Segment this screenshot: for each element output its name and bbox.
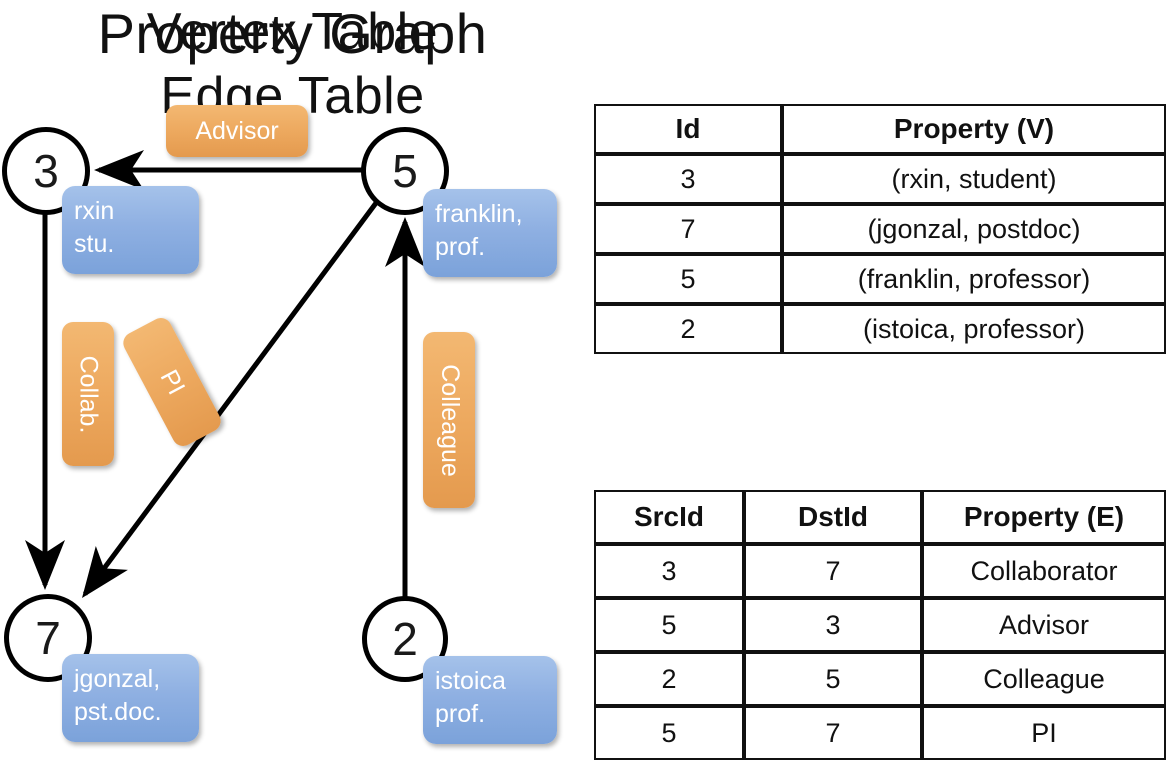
edge-row-0-src: 3	[594, 544, 744, 598]
graph-node-7-id: 7	[35, 612, 61, 664]
edge-row-2-dst: 5	[744, 652, 922, 706]
graph-node-5[interactable]: 5	[361, 127, 449, 215]
graph-node-2-property-box: istoica prof.	[423, 656, 557, 744]
edge-table-header-property: Property (E)	[922, 490, 1166, 544]
graph-edge-label-collab: Collab.	[62, 322, 114, 466]
edge-table-header-dstid: DstId	[744, 490, 922, 544]
edge-row-2-src: 2	[594, 652, 744, 706]
graph-edge-label-colleague: Colleague	[423, 332, 475, 508]
table-row: 2 5 Colleague	[594, 652, 1166, 706]
graph-node-2-id: 2	[392, 613, 418, 665]
edge-table: SrcId DstId Property (E) 3 7 Collaborato…	[594, 490, 1166, 760]
table-row: 2 (istoica, professor)	[594, 304, 1166, 354]
table-header-row: SrcId DstId Property (E)	[594, 490, 1166, 544]
graph-node-7-property-line1: jgonzal,	[74, 665, 161, 693]
edge-row-2-property: Colleague	[922, 652, 1166, 706]
edge-row-0-dst: 7	[744, 544, 922, 598]
vertex-table-header-id: Id	[594, 104, 782, 154]
table-header-row: Id Property (V)	[594, 104, 1166, 154]
graph-node-3-property-box: rxin stu.	[62, 186, 199, 274]
graph-node-5-property-line1: franklin,	[435, 200, 523, 228]
table-row: 3 (rxin, student)	[594, 154, 1166, 204]
graph-edge-label-advisor-text: Advisor	[195, 116, 279, 145]
table-row: 5 3 Advisor	[594, 598, 1166, 652]
edge-row-0-property: Collaborator	[922, 544, 1166, 598]
edge-row-1-src: 5	[594, 598, 744, 652]
vertex-table-header-property: Property (V)	[782, 104, 1166, 154]
graph-node-5-id: 5	[392, 145, 418, 197]
page-title-vertex-table: Vertex Table	[146, 3, 439, 61]
graph-node-7-property-line2: pst.doc.	[74, 698, 162, 726]
vertex-row-3-id: 2	[594, 304, 782, 354]
table-row: 5 7 PI	[594, 706, 1166, 760]
edge-5-to-7	[82, 201, 379, 599]
vertex-row-1-id: 7	[594, 204, 782, 254]
graph-node-3-property-line2: stu.	[74, 230, 115, 258]
vertex-row-0-property: (rxin, student)	[782, 154, 1166, 204]
table-row: 7 (jgonzal, postdoc)	[594, 204, 1166, 254]
edge-row-1-property: Advisor	[922, 598, 1166, 652]
vertex-row-3-property: (istoica, professor)	[782, 304, 1166, 354]
graph-node-5-property-line2: prof.	[435, 233, 486, 261]
graph-edges-svg	[25, 150, 425, 599]
edge-row-1-dst: 3	[744, 598, 922, 652]
edge-row-3-src: 5	[594, 706, 744, 760]
graph-node-3-id: 3	[33, 145, 59, 197]
graph-node-7-property-box: jgonzal, pst.doc.	[62, 654, 199, 742]
graph-node-2-property-line1: istoica	[435, 667, 506, 695]
edge-table-header-srcid: SrcId	[594, 490, 744, 544]
graph-node-2-property-line2: prof.	[435, 700, 486, 728]
page-title-property-graph: Property Graph	[97, 2, 488, 65]
vertex-table: Id Property (V) 3 (rxin, student) 7 (jgo…	[594, 104, 1166, 354]
vertex-row-2-property: (franklin, professor)	[782, 254, 1166, 304]
graph-node-2[interactable]: 2	[362, 596, 448, 682]
table-row: 5 (franklin, professor)	[594, 254, 1166, 304]
graph-edge-label-collab-text: Collab.	[74, 355, 103, 433]
edge-row-3-property: PI	[922, 706, 1166, 760]
table-row: 3 7 Collaborator	[594, 544, 1166, 598]
graph-node-3-property-line1: rxin	[74, 197, 115, 225]
property-graph-panel: Property Graph 3 5 7 2 rxin stu. frankli…	[2, 2, 557, 744]
vertex-row-0-id: 3	[594, 154, 782, 204]
graph-node-5-property-box: franklin, prof.	[423, 189, 557, 277]
edge-row-3-dst: 7	[744, 706, 922, 760]
vertex-row-1-property: (jgonzal, postdoc)	[782, 204, 1166, 254]
graph-edge-label-colleague-text: Colleague	[435, 363, 464, 477]
graph-edge-label-pi-text: PI	[154, 364, 191, 399]
graph-edge-label-advisor: Advisor	[166, 105, 308, 157]
vertex-row-2-id: 5	[594, 254, 782, 304]
